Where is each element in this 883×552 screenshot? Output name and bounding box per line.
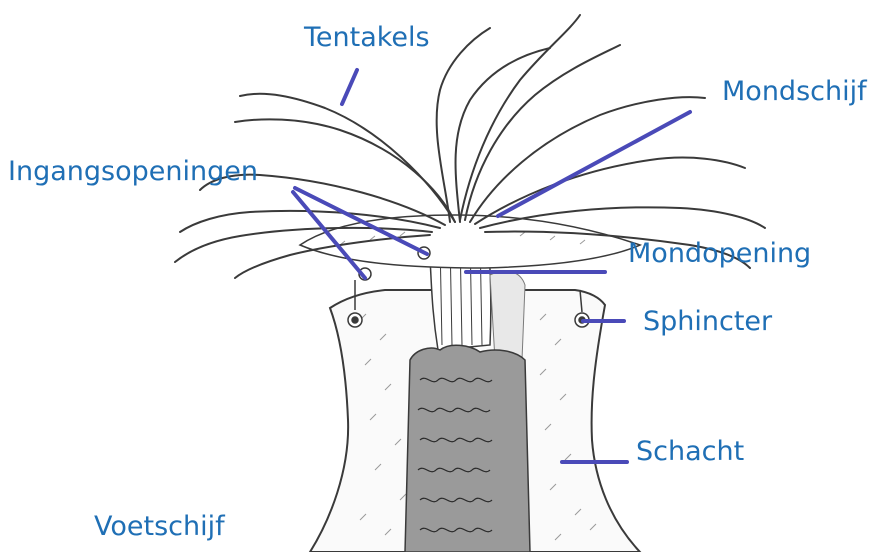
label-tentakels: Tentakels bbox=[304, 24, 430, 51]
pointer-tentakels bbox=[342, 70, 357, 104]
label-voetschijf: Voetschijf bbox=[94, 513, 225, 540]
label-sphincter: Sphincter bbox=[643, 308, 772, 335]
mesenteries bbox=[405, 345, 530, 552]
label-mondopening: Mondopening bbox=[628, 240, 811, 267]
label-ingangsopeningen: Ingangsopeningen bbox=[8, 158, 258, 185]
label-schacht: Schacht bbox=[636, 438, 744, 465]
label-mondschijf: Mondschijf bbox=[722, 78, 867, 105]
pointer-mondschijf bbox=[498, 112, 690, 216]
